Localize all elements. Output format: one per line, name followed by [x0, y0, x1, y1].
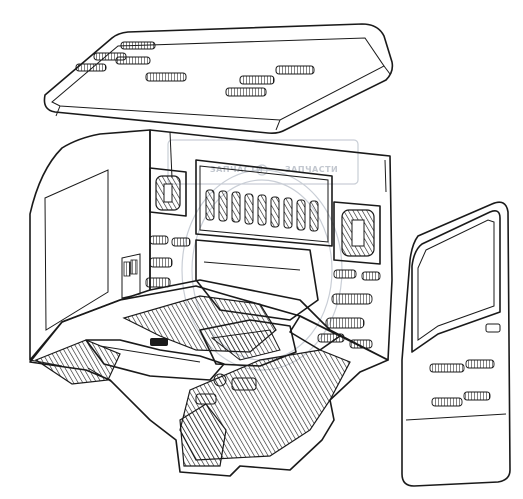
cab-left-side-wall — [29, 129, 151, 367]
right-rear-grille — [333, 201, 381, 265]
rear-lower-vents — [145, 235, 191, 288]
cab-floor-mat — [29, 285, 389, 477]
roof-panel — [43, 23, 394, 134]
watermark-right-text: ЗАПЧАСТИ — [285, 165, 338, 174]
right-door-panel — [401, 201, 511, 487]
roof-vents — [75, 41, 315, 97]
cabinet-vent-slots — [205, 189, 319, 232]
left-rear-grille — [149, 167, 187, 217]
cab-rear-wall — [145, 129, 393, 361]
right-lower-vents — [317, 269, 381, 349]
